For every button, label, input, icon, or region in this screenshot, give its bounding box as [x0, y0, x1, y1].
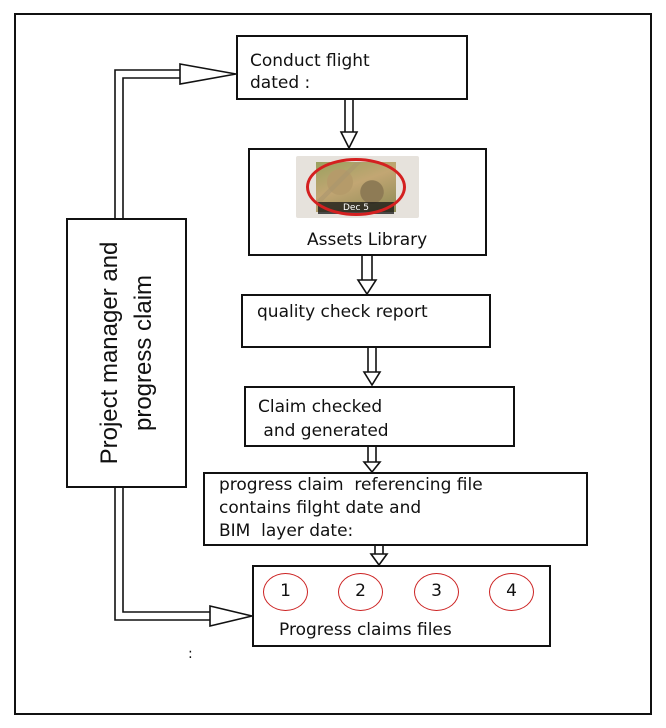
highlight-ring [306, 158, 406, 216]
referencing-file-box: progress claim referencing file contains… [203, 472, 588, 546]
arrow-to-progress-files [114, 488, 210, 621]
claim-file-3: 3 [414, 573, 459, 611]
claim-file-2: 2 [338, 573, 383, 611]
quality-check-box: quality check report [241, 294, 491, 348]
aerial-thumbnail: Dec 5 [296, 156, 419, 218]
claim-file-4: 4 [489, 573, 534, 611]
stray-mark: : [188, 646, 193, 662]
arrow-referencing-to-files [369, 546, 389, 567]
conduct-flight-label: Conduct flight [250, 51, 370, 71]
progress-claims-files-box: 1 2 3 4 Progress claims files [252, 565, 551, 647]
project-manager-line1: Project manager and [95, 241, 123, 465]
project-manager-line2: progress claim [129, 274, 157, 432]
referencing-line2: contains filght date and [219, 498, 422, 518]
quality-check-label: quality check report [257, 302, 428, 322]
claim-checked-box: Claim checked and generated [244, 386, 515, 447]
claim-checked-line1: Claim checked [258, 397, 383, 417]
claim-file-1: 1 [263, 573, 308, 611]
arrow-quality-to-claim [362, 348, 382, 387]
project-manager-label: Project manager and progress claim [93, 242, 161, 465]
arrow-conduct-to-assets [339, 100, 359, 150]
progress-claims-files-label: Progress claims files [279, 620, 452, 640]
assets-library-label: Assets Library [307, 230, 428, 250]
arrow-assets-to-quality [356, 256, 378, 296]
referencing-line3: BIM layer date: [219, 521, 354, 541]
claim-checked-line2: and generated [258, 421, 389, 441]
conduct-flight-box: Conduct flight dated : [236, 35, 468, 100]
arrow-claim-to-referencing [362, 447, 382, 474]
arrow-to-conduct-flight [114, 69, 180, 218]
diagram-frame [14, 13, 652, 715]
referencing-line1: progress claim referencing file [219, 475, 483, 495]
project-manager-box: Project manager and progress claim [66, 218, 187, 488]
conduct-flight-dated-label: dated : [250, 73, 311, 93]
